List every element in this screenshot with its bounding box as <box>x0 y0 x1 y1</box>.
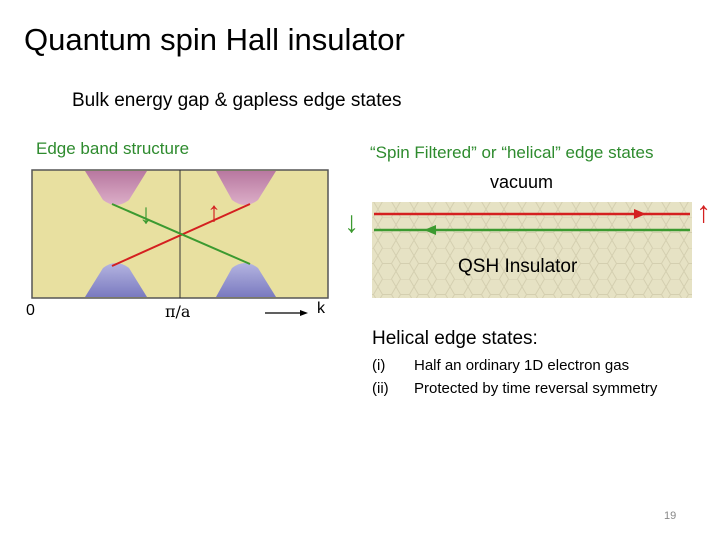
helical-item-text: Half an ordinary 1D electron gas <box>414 357 629 374</box>
helical-item-marker: (i) <box>372 357 385 374</box>
helical-edge-heading: “Spin Filtered” or “helical” edge states <box>370 143 653 163</box>
pi-over-a-label: π/a <box>165 302 190 321</box>
helical-item-text: Protected by time reversal symmetry <box>414 380 657 397</box>
k-axis-arrowhead <box>300 310 308 316</box>
qsh-insulator-label: QSH Insulator <box>458 256 577 278</box>
page-number: 19 <box>664 510 676 522</box>
vacuum-label: vacuum <box>490 172 553 193</box>
spin-up-arrow-icon: ↑ <box>207 196 221 228</box>
hex-lattice <box>372 202 692 298</box>
vacuum-spin-down-arrow-icon: ↓ <box>344 206 359 240</box>
k-axis-label: k <box>317 300 325 318</box>
k-origin-label: 0 <box>26 302 35 320</box>
vacuum-spin-up-arrow-icon: ↑ <box>696 196 711 230</box>
helical-item-marker: (ii) <box>372 380 389 397</box>
helical-title: Helical edge states: <box>372 328 538 350</box>
spin-down-arrow-icon: ↓ <box>139 198 153 230</box>
